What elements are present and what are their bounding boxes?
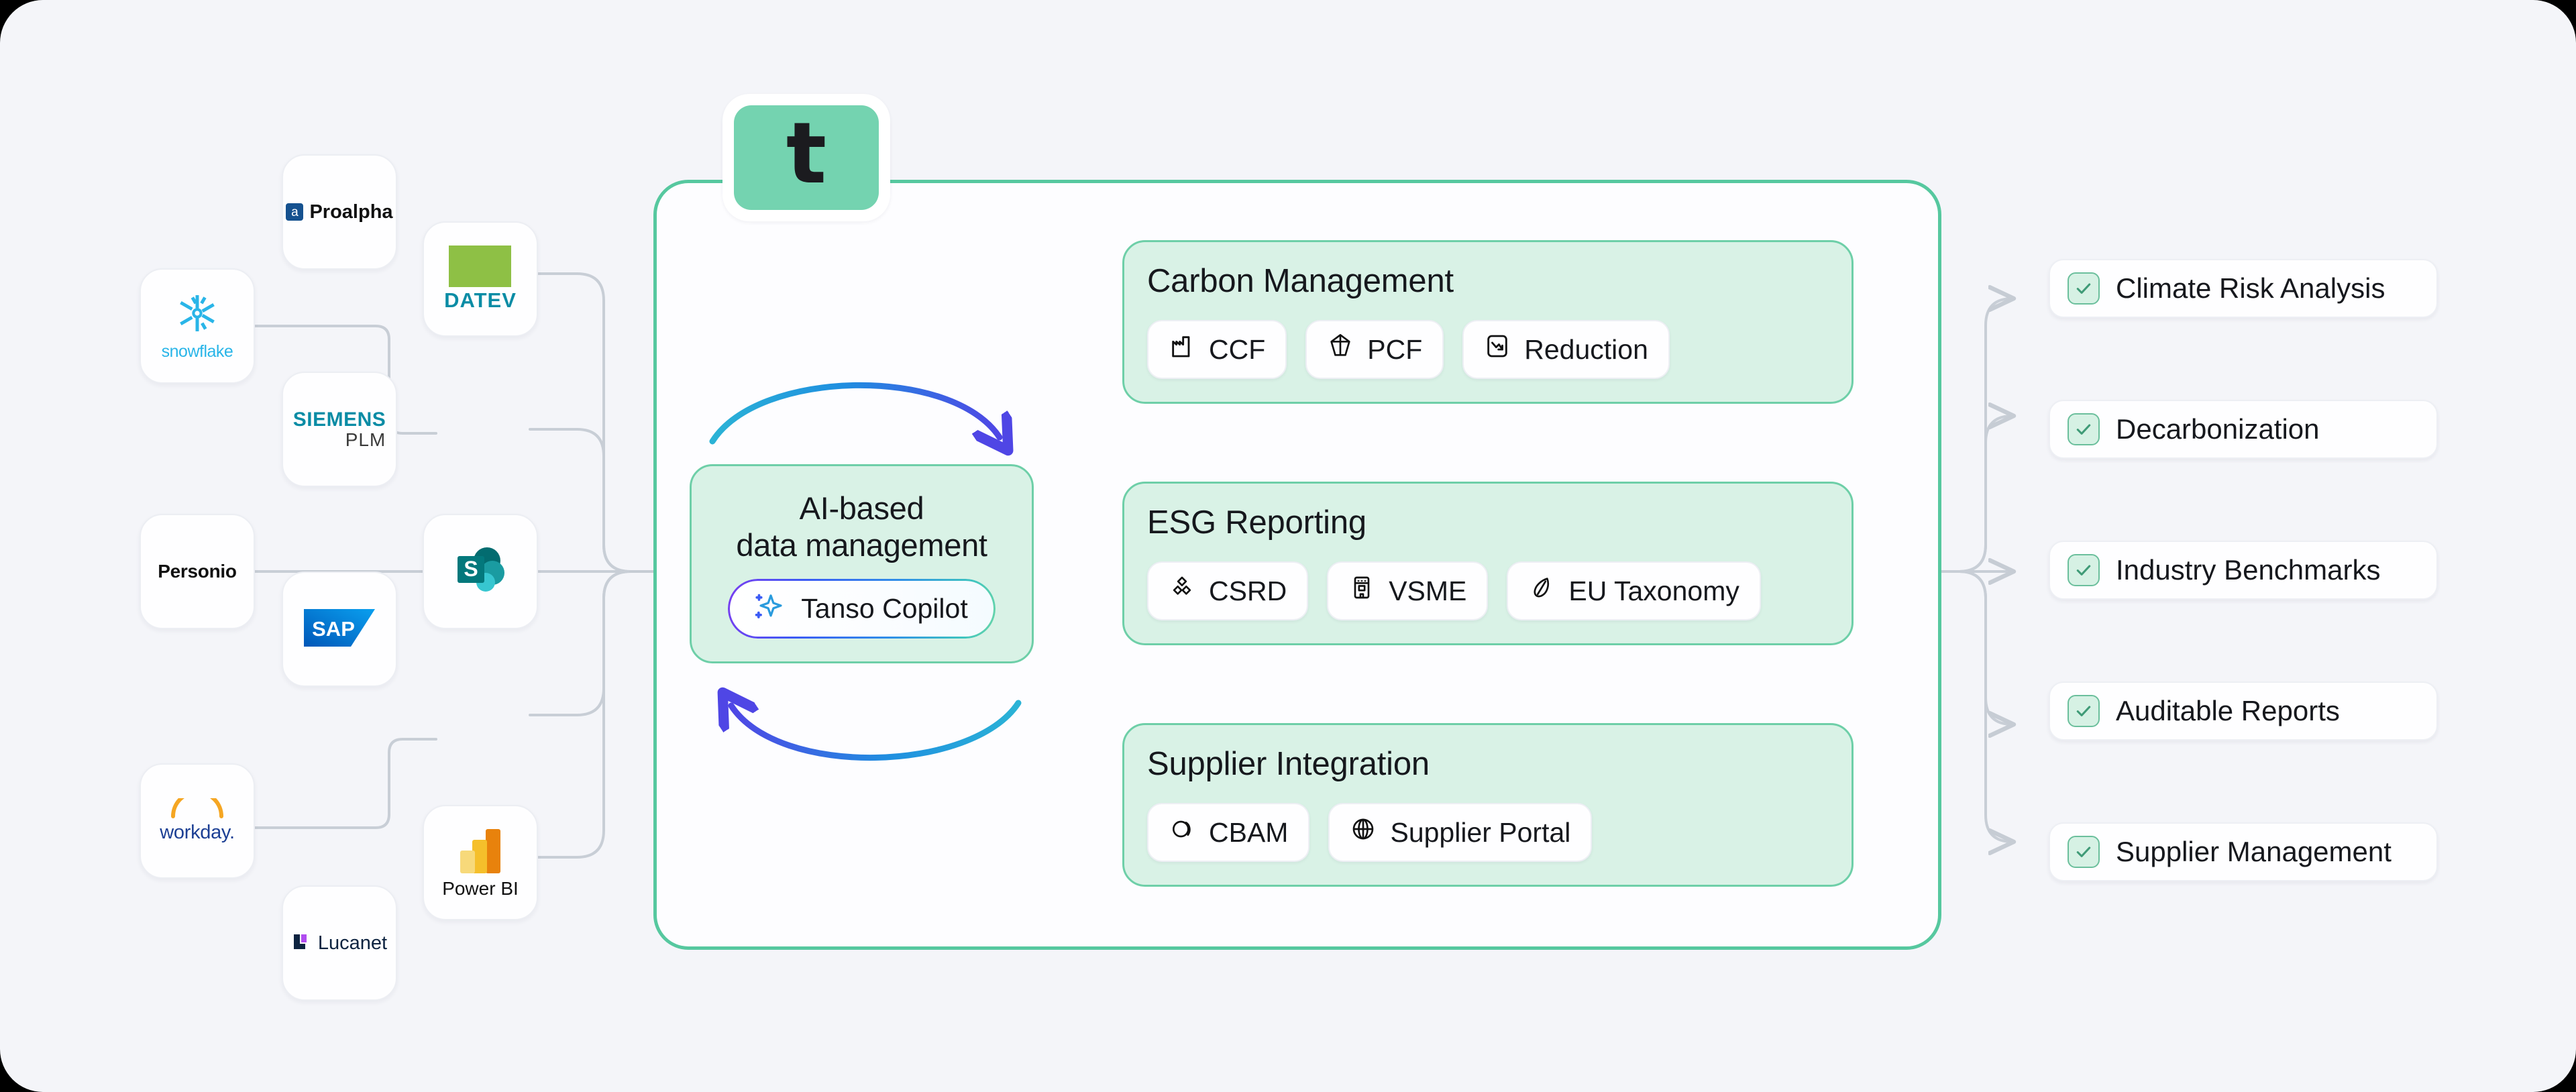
tanso-logo-letter: t bbox=[786, 104, 827, 203]
tanso-logo-tile: t bbox=[734, 105, 879, 210]
molecule-icon bbox=[1169, 574, 1195, 608]
source-card-siemens-plm[interactable]: SIEMENS PLM bbox=[282, 372, 397, 487]
chip-label: PCF bbox=[1367, 333, 1423, 365]
source-sublabel-plm: PLM bbox=[345, 429, 386, 451]
svg-text:S: S bbox=[464, 557, 478, 581]
group-title: Supplier Integration bbox=[1147, 746, 1430, 782]
feature-group-carbon-management: Carbon Management CCF PCF bbox=[1122, 240, 1854, 404]
ai-box-title: AI-based data management bbox=[736, 490, 987, 564]
source-card-workday[interactable]: workday. bbox=[140, 763, 255, 879]
datev-logo bbox=[449, 245, 512, 287]
check-square-icon bbox=[2068, 413, 2100, 445]
powerbi-logo bbox=[453, 826, 507, 881]
cube-icon bbox=[1327, 333, 1354, 366]
source-card-sharepoint[interactable]: S bbox=[423, 514, 538, 629]
chip-vsme[interactable]: VSME bbox=[1327, 561, 1489, 620]
check-square-icon bbox=[2068, 554, 2100, 586]
output-label: Auditable Reports bbox=[2116, 695, 2340, 726]
source-label-workday: workday. bbox=[160, 822, 235, 843]
source-label-proalpha: Proalpha bbox=[309, 201, 393, 223]
cycle-arrows bbox=[709, 382, 1022, 761]
ai-title-line-2: data management bbox=[736, 527, 987, 563]
copilot-label: Tanso Copilot bbox=[801, 592, 968, 624]
chip-label: VSME bbox=[1389, 575, 1467, 606]
source-label-personio: Personio bbox=[158, 561, 237, 582]
output-label: Industry Benchmarks bbox=[2116, 554, 2381, 586]
chip-label: CBAM bbox=[1209, 816, 1289, 848]
chart-down-icon bbox=[1484, 333, 1511, 366]
building-icon bbox=[1348, 574, 1375, 608]
source-card-power-bi[interactable]: Power BI bbox=[423, 805, 538, 920]
chip-pcf[interactable]: PCF bbox=[1305, 320, 1444, 379]
source-label-snowflake: snowflake bbox=[161, 341, 233, 361]
source-card-sap[interactable]: SAP bbox=[282, 571, 397, 687]
source-card-datev[interactable]: DATEV bbox=[423, 221, 538, 337]
check-square-icon bbox=[2068, 836, 2100, 868]
check-square-icon bbox=[2068, 272, 2100, 305]
group-title: Carbon Management bbox=[1147, 263, 1454, 299]
source-label-power-bi: Power BI bbox=[442, 877, 519, 899]
chip-label: CCF bbox=[1209, 333, 1266, 365]
output-climate-risk-analysis[interactable]: Climate Risk Analysis bbox=[2049, 259, 2438, 318]
output-label: Decarbonization bbox=[2116, 413, 2320, 445]
source-label-datev: DATEV bbox=[444, 288, 517, 312]
source-card-lucanet[interactable]: Lucanet bbox=[282, 885, 397, 1001]
sparkle-icon bbox=[751, 591, 786, 626]
output-industry-benchmarks[interactable]: Industry Benchmarks bbox=[2049, 541, 2438, 600]
proalpha-logo: a bbox=[286, 203, 304, 221]
ai-data-management-box: AI-based data management Tanso Copilot bbox=[690, 464, 1034, 663]
group-title: ESG Reporting bbox=[1147, 504, 1366, 541]
lucanet-logo bbox=[292, 932, 312, 955]
globe-icon bbox=[1350, 816, 1377, 849]
chip-supplier-portal[interactable]: Supplier Portal bbox=[1328, 803, 1593, 862]
chip-label: CSRD bbox=[1209, 575, 1287, 606]
output-supplier-management[interactable]: Supplier Management bbox=[2049, 822, 2438, 881]
svg-text:SAP: SAP bbox=[312, 617, 355, 641]
tanso-copilot-button[interactable]: Tanso Copilot bbox=[730, 580, 994, 637]
chip-reduction[interactable]: Reduction bbox=[1462, 320, 1670, 379]
feature-group-supplier-integration: Supplier Integration CBAM bbox=[1122, 723, 1854, 887]
factory-icon bbox=[1169, 333, 1195, 366]
output-auditable-reports[interactable]: Auditable Reports bbox=[2049, 681, 2438, 741]
tanso-logo-badge: t bbox=[722, 94, 890, 221]
sharepoint-logo: S bbox=[449, 541, 511, 603]
workday-arc-icon bbox=[170, 790, 225, 822]
check-square-icon bbox=[2068, 695, 2100, 727]
chip-ccf[interactable]: CCF bbox=[1147, 320, 1287, 379]
chip-label: Supplier Portal bbox=[1390, 816, 1571, 848]
output-label: Supplier Management bbox=[2116, 836, 2392, 867]
sap-logo: SAP bbox=[304, 608, 375, 650]
feature-group-esg-reporting: ESG Reporting CSRD bbox=[1122, 482, 1854, 645]
ai-title-line-1: AI-based bbox=[799, 490, 924, 526]
chip-csrd[interactable]: CSRD bbox=[1147, 561, 1309, 620]
chip-cbam[interactable]: CBAM bbox=[1147, 803, 1310, 862]
chip-eu-taxonomy[interactable]: EU Taxonomy bbox=[1507, 561, 1761, 620]
chip-label: EU Taxonomy bbox=[1568, 575, 1739, 606]
source-card-snowflake[interactable]: snowflake bbox=[140, 268, 255, 384]
leaf-icon bbox=[1528, 574, 1555, 608]
source-label-lucanet: Lucanet bbox=[317, 932, 388, 954]
cbam-circle-icon bbox=[1169, 816, 1195, 849]
chip-label: Reduction bbox=[1524, 333, 1648, 365]
source-label-siemens: SIEMENS bbox=[292, 408, 386, 431]
output-label: Climate Risk Analysis bbox=[2116, 272, 2385, 304]
snowflake-logo bbox=[175, 291, 219, 339]
source-card-proalpha[interactable]: a Proalpha bbox=[282, 154, 397, 270]
output-decarbonization[interactable]: Decarbonization bbox=[2049, 400, 2438, 459]
source-card-personio[interactable]: Personio bbox=[140, 514, 255, 629]
